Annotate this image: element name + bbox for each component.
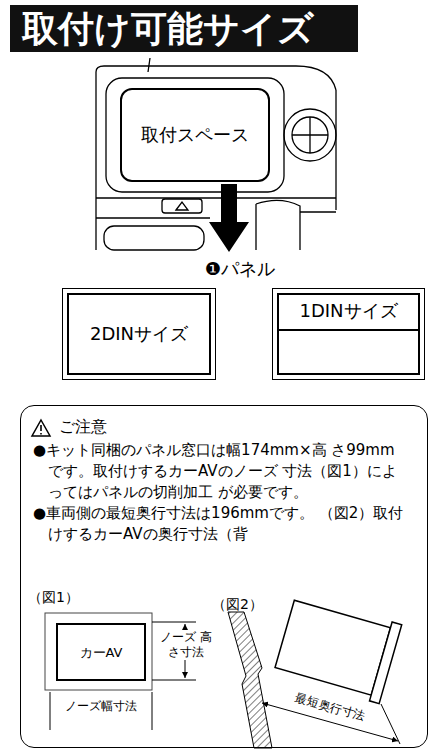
warning-mark <box>40 425 42 435</box>
dash-left <box>95 72 96 250</box>
car-av-box: カーAV <box>56 623 146 681</box>
down-arrow <box>209 184 249 252</box>
vent-outer <box>284 109 336 161</box>
dash-right <box>335 90 336 210</box>
dash-line <box>148 58 150 72</box>
dimension-label: ノーズ 高さ寸法 <box>158 630 214 660</box>
dash-top <box>96 66 336 90</box>
nose-outline <box>45 613 152 690</box>
vent-fins <box>292 117 328 153</box>
callout-panel: ❶パネル <box>180 258 300 280</box>
dimension-label: 最短奥行寸法 <box>286 688 375 727</box>
dash-line <box>96 197 336 198</box>
dashboard <box>96 58 336 250</box>
caution-body: ●キット同梱のパネル窓口は幅174mm×高 さ99mmです。取付けするカーAVの… <box>33 440 405 545</box>
extension-line <box>381 704 400 744</box>
caution-heading: ご注意 <box>59 417 107 437</box>
panel-divider <box>279 329 418 331</box>
unit-body <box>275 600 390 695</box>
figure-number: （図2） <box>212 595 282 613</box>
figure-number: （図1） <box>28 588 98 606</box>
unit-faceplate <box>370 622 402 704</box>
panel-2din: 2DINサイズ <box>62 288 216 380</box>
dimension-label: ノーズ幅寸法 <box>55 699 147 714</box>
box-label: 2DINサイズ <box>90 323 188 345</box>
warning-icon <box>32 420 50 436</box>
vent-inner <box>292 117 328 153</box>
dash-line <box>300 211 336 212</box>
car-av-unit <box>273 594 401 703</box>
title-banner: 取付け可能サイズ <box>10 5 358 52</box>
box-label: 1DINサイズ <box>299 300 397 322</box>
box-label: カーAV <box>80 644 123 661</box>
hazard-symbol <box>176 202 188 210</box>
caution-note: ●車両側の最短奥行寸法は196mmです。 （図2）取付けするカーAVの奥行寸法（… <box>33 503 405 545</box>
dash-line <box>96 217 210 218</box>
caution-box: ご注意 ●キット同梱のパネル窓口は幅174mm×高 さ99mmです。取付けするカー… <box>20 405 428 748</box>
lower-panel <box>104 226 204 250</box>
hazard-button <box>162 199 202 213</box>
vehicle-wall <box>228 612 272 748</box>
mount-space-box: 取付スペース <box>120 88 270 182</box>
box-label: 取付スペース <box>141 124 249 146</box>
bezel <box>106 78 284 192</box>
gear-knob <box>256 200 300 250</box>
extension-line <box>50 692 152 730</box>
caution-note: ●キット同梱のパネル窓口は幅174mm×高 さ99mmです。取付けするカーAVの… <box>33 440 405 503</box>
panel-1din: 1DINサイズ <box>272 288 425 380</box>
